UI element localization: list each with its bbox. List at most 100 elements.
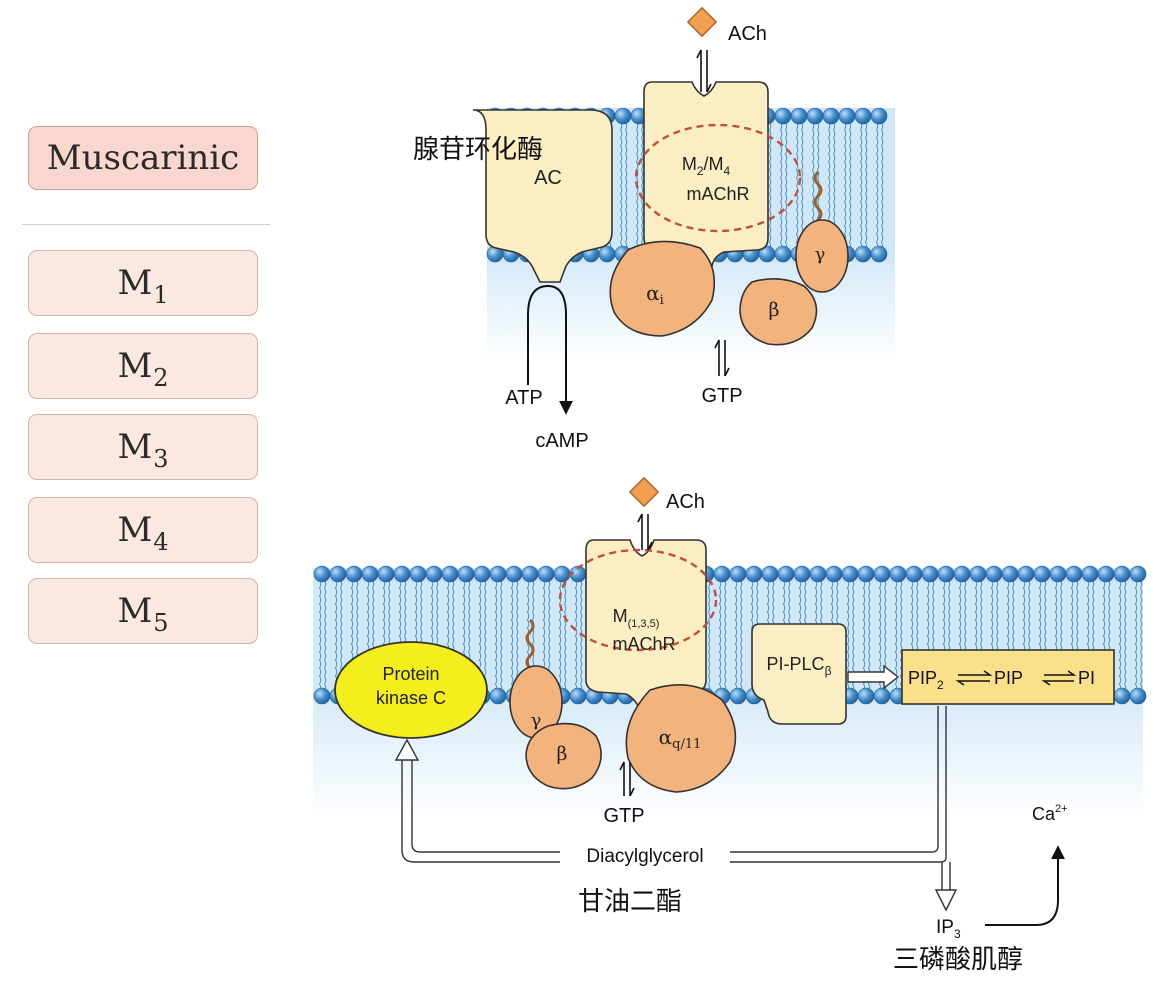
lipid-tail <box>864 121 868 251</box>
gamma-label-top: γ <box>815 244 826 265</box>
receptor-highlight-ring <box>634 123 802 233</box>
lipid-head <box>729 687 747 705</box>
subtype-letter: M <box>117 263 153 303</box>
ip3-sub: 3 <box>954 927 961 941</box>
receptor-sub1: 2 <box>697 164 704 178</box>
lipid-tail <box>1123 579 1127 693</box>
lipid-tail <box>499 579 503 693</box>
lipid-head <box>745 565 763 583</box>
receptor-m: M <box>682 154 697 174</box>
protein-kinase-c <box>334 641 488 739</box>
lipid-head <box>1033 565 1051 583</box>
ac-chinese-label: 腺苷环化酶 <box>413 135 543 165</box>
lipid-tail <box>718 579 722 693</box>
lipid-head <box>345 565 363 583</box>
lipid-head <box>409 565 427 583</box>
lipid-head <box>505 565 523 583</box>
pip2-label: PIP2 <box>908 668 944 692</box>
ip3-to-calcium-arrow <box>985 845 1065 926</box>
lipid-head <box>489 565 507 583</box>
lipid-tail <box>1134 579 1138 693</box>
pip-label: PIP <box>994 668 1023 688</box>
alpha-letter-bottom: α <box>659 725 673 749</box>
lipid-tail <box>843 121 847 251</box>
lipid-head <box>489 687 507 705</box>
lipid-tail <box>563 579 567 693</box>
receptor-name-bottom: M(1,3,5) <box>613 606 660 630</box>
lipid-tail <box>334 579 338 693</box>
atp-camp-arrow <box>527 284 573 415</box>
lipid-head <box>889 565 907 583</box>
lipid-head <box>953 565 971 583</box>
pkc-label-line2: kinase C <box>376 688 446 708</box>
beta-subunit-top <box>739 278 818 346</box>
lipid-head <box>569 687 587 705</box>
lipid-head <box>1081 565 1099 583</box>
gtp-label-bottom: GTP <box>603 805 644 827</box>
lipid-head <box>521 565 539 583</box>
lipid-head <box>393 565 411 583</box>
ip3-arrowhead <box>934 889 958 912</box>
lipid-tail <box>619 121 623 251</box>
subtype-index: 3 <box>153 445 169 473</box>
sidebar-divider <box>22 224 270 225</box>
alpha-letter: α <box>646 281 660 305</box>
lipid-head <box>838 107 856 125</box>
lipid-tail <box>1139 579 1143 693</box>
lipid-head <box>329 565 347 583</box>
dag-label: Diacylglycerol <box>586 846 703 867</box>
muscarinic-title[interactable]: Muscarinic <box>28 126 258 190</box>
lipid-head <box>793 565 811 583</box>
dag-label-bg <box>560 840 730 872</box>
lipid-tail <box>768 121 772 251</box>
ac-label: AC <box>534 167 562 189</box>
subtype-index: 5 <box>153 609 169 637</box>
lipid-head <box>854 245 872 263</box>
lipid-tail <box>875 121 879 251</box>
lipid-head <box>822 107 840 125</box>
lipid-head <box>870 107 888 125</box>
lipid-head <box>825 565 843 583</box>
subtype-index: 1 <box>153 281 169 309</box>
alpha-i-label: αi <box>646 281 664 308</box>
alpha-q11-subunit <box>625 684 737 793</box>
lipid-tail <box>494 579 498 693</box>
lipid-tail <box>848 121 852 251</box>
lipid-head <box>1001 565 1019 583</box>
calcium-label: Ca2+ <box>1032 803 1068 824</box>
receptor-m-bottom: M <box>613 606 628 626</box>
lipid-head <box>441 565 459 583</box>
receptor-type: mAChR <box>686 184 749 204</box>
alpha-q11-label: αq/11 <box>659 725 702 752</box>
ip3-label: IP3 <box>936 917 961 941</box>
gamma-label-bottom: γ <box>531 710 542 731</box>
subtype-letter: M <box>117 427 153 467</box>
camp-label: cAMP <box>535 430 588 452</box>
receptor-sub2: 4 <box>724 164 731 178</box>
lipid-head <box>790 107 808 125</box>
beta-subunit-bottom <box>525 722 602 790</box>
ach-equilibrium-arrow <box>696 49 712 93</box>
lipid-head <box>537 565 555 583</box>
alpha-sub: i <box>660 293 664 308</box>
lipid-head <box>713 565 731 583</box>
plc-sub: β <box>825 664 832 678</box>
subtype-index: 4 <box>153 528 169 556</box>
lipid-head <box>905 565 923 583</box>
lipid-head <box>614 107 632 125</box>
ach-ligand-icon <box>686 6 718 38</box>
pip-pi-equilibrium <box>1041 670 1077 686</box>
beta-label-top: β <box>769 299 780 321</box>
calcium-sup: 2+ <box>1055 803 1068 815</box>
subtype-letter: M <box>117 591 153 631</box>
lipid-tail <box>624 121 628 251</box>
alpha-i-subunit <box>609 240 716 337</box>
lipid-tail <box>707 579 711 693</box>
ach-label-bottom: ACh <box>666 491 705 513</box>
